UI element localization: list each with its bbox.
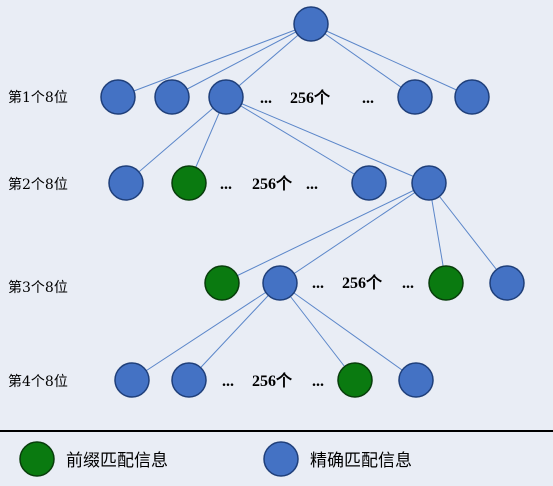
edge-l3-l4-3 bbox=[279, 282, 356, 381]
level-4-label: 第4个8位 bbox=[8, 373, 68, 390]
legend-exact-icon bbox=[263, 441, 299, 477]
level-1-node-3 bbox=[208, 79, 244, 115]
level-4-node-3 bbox=[337, 362, 373, 398]
edge-l2-l3-1 bbox=[221, 182, 430, 284]
edge-l1-l2-3 bbox=[225, 96, 370, 184]
edge-l3-l4-4 bbox=[279, 282, 417, 381]
legend: 前缀匹配信息 精确匹配信息 bbox=[19, 441, 412, 477]
edge-l1-l2-4 bbox=[225, 96, 430, 184]
level-4-node-4 bbox=[398, 362, 434, 398]
level-4-node-1 bbox=[114, 362, 150, 398]
legend-prefix-label: 前缀匹配信息 bbox=[66, 451, 168, 471]
edge-l3-l4-1 bbox=[131, 282, 281, 381]
level-2-node-2 bbox=[171, 165, 207, 201]
level-4-ellipsis-right: ... bbox=[312, 373, 324, 390]
level-3-node-4 bbox=[489, 265, 525, 301]
level-1-count: 256个 bbox=[290, 88, 331, 107]
edge-l1-l2-1 bbox=[125, 96, 227, 184]
level-3-count: 256个 bbox=[342, 273, 383, 292]
level-3-label: 第3个8位 bbox=[8, 279, 68, 296]
edge-l2-l3-4 bbox=[428, 182, 508, 284]
level-2-count: 256个 bbox=[252, 174, 293, 193]
level-4-count: 256个 bbox=[252, 371, 293, 390]
edge-root-l1-5 bbox=[310, 23, 473, 98]
edge-l3-l4-2 bbox=[188, 282, 281, 381]
level-3-node-3 bbox=[428, 265, 464, 301]
level-1-node-2 bbox=[154, 79, 190, 115]
level-3-ellipsis-left: ... bbox=[312, 275, 324, 292]
edge-l2-l3-2 bbox=[279, 182, 430, 284]
legend-prefix-icon bbox=[19, 441, 55, 477]
level-1-node-4 bbox=[397, 79, 433, 115]
edge-root-l1-3 bbox=[225, 23, 312, 98]
level-4-ellipsis-left: ... bbox=[222, 373, 234, 390]
level-1-label: 第1个8位 bbox=[8, 89, 68, 106]
level-3-node-1 bbox=[204, 265, 240, 301]
legend-exact-label: 精确匹配信息 bbox=[310, 451, 412, 471]
level-1-ellipsis-left: ... bbox=[260, 90, 272, 107]
level-1-node-5 bbox=[454, 79, 490, 115]
level-2-ellipsis-left: ... bbox=[220, 176, 232, 193]
level-2-label: 第2个8位 bbox=[8, 176, 68, 193]
root-node bbox=[293, 6, 329, 42]
edges bbox=[117, 23, 508, 381]
level-2-node-4 bbox=[411, 165, 447, 201]
level-2-node-1 bbox=[108, 165, 144, 201]
level-1-node-1 bbox=[100, 79, 136, 115]
level-2-ellipsis-right: ... bbox=[306, 176, 318, 193]
edge-root-l1-2 bbox=[171, 23, 312, 98]
edge-root-l1-1 bbox=[117, 23, 312, 98]
level-3-ellipsis-right: ... bbox=[402, 275, 414, 292]
level-1-ellipsis-right: ... bbox=[362, 90, 374, 107]
level-3-node-2 bbox=[262, 265, 298, 301]
level-4-node-2 bbox=[171, 362, 207, 398]
level-2-node-3 bbox=[351, 165, 387, 201]
edge-root-l1-4 bbox=[310, 23, 416, 98]
